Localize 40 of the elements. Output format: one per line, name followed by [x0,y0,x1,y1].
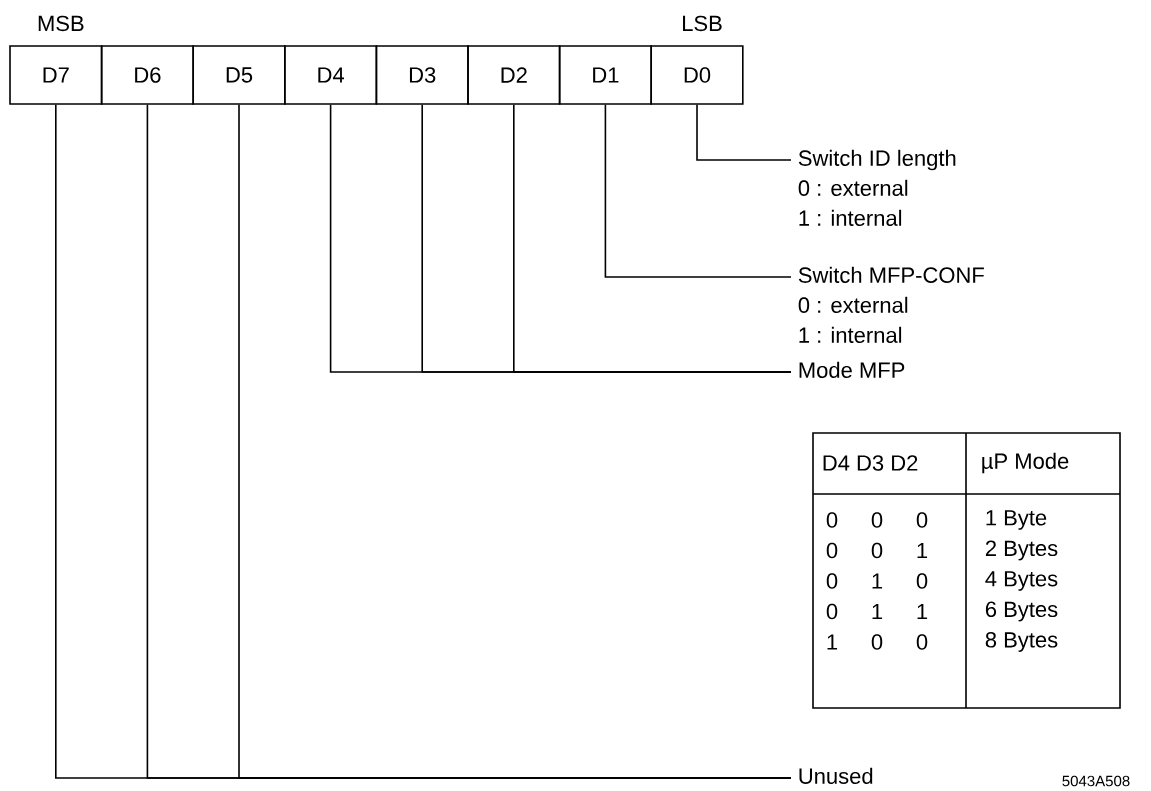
bit-value: 0 [916,573,928,589]
bit-cell: D6 [100,45,194,105]
bit-label: LSB [683,15,722,32]
bit-value: 1 [827,634,838,650]
bit-cell: D2 [467,45,561,105]
bit-value: 0 [916,634,928,650]
bit-value: 1 [917,603,928,620]
connector-line [513,104,792,373]
bit-value: 0 [826,542,838,559]
bit-cell: D7 [9,45,103,105]
bit-value: 1 [872,603,883,620]
column-header: µP Mode [982,452,1069,474]
bit-cell: D4 [284,45,378,105]
bit-value: 1 [872,573,883,589]
bit-value: 0 [871,512,883,528]
description-text: Unused [799,767,873,784]
mode-value: 4 Bytes [985,571,1058,591]
bit-cell: D1 [558,45,652,105]
bit-value: 1 [917,542,928,559]
connector-line [604,104,792,278]
mode-value: 6 Bytes [985,601,1058,622]
description-text: Mode MFP [799,361,905,378]
description-text: Switch MFP-CONF 0 : external 1 : internal [798,266,984,343]
mode-value: 8 Bytes [985,632,1058,652]
figure-code: 5043A508 [1062,775,1130,787]
bit-value: 0 [871,542,883,559]
bit-label: MSB [38,15,84,32]
description-text: Switch ID length 0 : external 1 : internal [798,149,956,226]
connector-line [696,104,792,161]
bit-cell: D5 [192,45,286,105]
bit-value: 0 [871,634,883,650]
bit-value: 0 [826,512,838,528]
bit-cell: D3 [375,45,469,105]
bit-cell: D0 [650,45,744,105]
mode-value: 2 Bytes [985,540,1058,561]
bit-value: 0 [826,603,838,620]
bit-value: 0 [916,512,928,528]
column-header: D4 D3 D2 [823,455,918,471]
bit-value: 0 [826,573,838,589]
mode-value: 1 Byte [986,510,1047,530]
